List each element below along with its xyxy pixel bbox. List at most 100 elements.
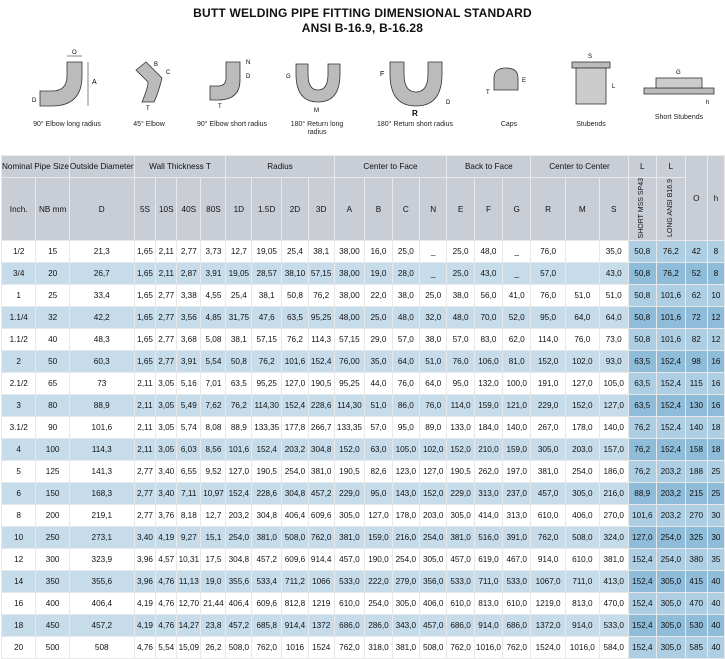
table-cell: 4,19 xyxy=(155,526,178,550)
table-cell: 237,0 xyxy=(502,482,532,506)
table-cell: 152,0 xyxy=(530,350,566,374)
table-cell: 619,0 xyxy=(473,548,504,572)
table-cell: 304,8 xyxy=(225,548,253,572)
table-cell: 300 xyxy=(35,548,70,572)
table-cell: 254,0 xyxy=(655,548,686,572)
table-cell: 25,4 xyxy=(225,284,253,308)
table-cell: 457,2 xyxy=(225,614,253,638)
table-cell: 304,8 xyxy=(307,438,335,462)
table-cell: 152,0 xyxy=(333,438,366,462)
table-cell: 127,0 xyxy=(564,372,600,396)
table-cell: 38,1 xyxy=(251,284,283,308)
table-cell: 51,0 xyxy=(598,284,629,308)
table-cell: 12,7 xyxy=(225,240,253,264)
table-cell: _ xyxy=(502,240,532,264)
table-cell: 4,76 xyxy=(133,636,157,659)
table-cell: 1,65 xyxy=(133,262,157,286)
table-cell: 415 xyxy=(684,570,708,594)
table-cell: 95,0 xyxy=(446,372,475,396)
table-cell: 457,2 xyxy=(307,482,335,506)
table-cell: 26,2 xyxy=(200,636,227,659)
table-cell: 203,2 xyxy=(225,504,253,528)
table-cell: 51,0 xyxy=(419,350,448,374)
table-cell: 12 xyxy=(706,328,725,352)
table-cell: 762,0 xyxy=(307,526,335,550)
table-cell: 313,0 xyxy=(473,482,504,506)
table-cell: 101,6 xyxy=(225,438,253,462)
table-cell: 152,4 xyxy=(627,614,657,638)
svg-text:F: F xyxy=(380,71,384,78)
table-cell: 64,0 xyxy=(419,372,448,396)
table-cell: 43,0 xyxy=(598,262,629,286)
table-cell: 25,4 xyxy=(281,240,309,264)
table-cell: 406,4 xyxy=(281,504,309,528)
table-cell: 10 xyxy=(0,526,37,550)
subheader-cell: F xyxy=(473,176,504,242)
table-cell: 914,4 xyxy=(281,614,309,638)
subheader-cell: Inch. xyxy=(0,176,37,242)
svg-text:R: R xyxy=(412,109,418,118)
table-cell: 2,77 xyxy=(155,328,178,352)
subheader-cell: 10S xyxy=(155,176,178,242)
table-cell: 2,77 xyxy=(133,482,157,506)
table-cell: 203,0 xyxy=(564,438,600,462)
table-cell: 76,2 xyxy=(281,328,309,352)
table-cell: 222,0 xyxy=(364,570,393,594)
table-cell: 9,52 xyxy=(200,460,227,484)
table-cell: 355,6 xyxy=(68,570,135,594)
header-short: SHORT MSS SP43 xyxy=(638,178,646,239)
table-cell: 711,2 xyxy=(281,570,309,594)
header-center-face: Center to Face xyxy=(333,155,448,178)
table-cell: 63,5 xyxy=(627,350,657,374)
table-cell: 4,76 xyxy=(155,570,178,594)
table-cell: 457,0 xyxy=(333,548,366,572)
table-cell: 32 xyxy=(35,306,70,330)
table-cell: 18 xyxy=(706,438,725,462)
table-cell: 93,0 xyxy=(598,350,629,374)
table-cell: 76,0 xyxy=(446,350,475,374)
table-cell: 190,5 xyxy=(251,460,283,484)
table-cell: 133,0 xyxy=(446,416,475,440)
table-cell: 1524,0 xyxy=(530,636,566,659)
table-cell: 57,15 xyxy=(307,262,335,286)
table-cell: 76,0 xyxy=(530,240,566,264)
table-cell: 3,76 xyxy=(155,504,178,528)
table-cell: 178,0 xyxy=(391,504,421,528)
table-cell: 88,9 xyxy=(68,394,135,418)
table-cell: 356,0 xyxy=(419,570,448,594)
table-cell: 16 xyxy=(0,592,37,616)
table-cell: 305,0 xyxy=(333,504,366,528)
table-cell: 2,77 xyxy=(155,306,178,330)
table-cell: 23,8 xyxy=(200,614,227,638)
table-cell: 44,0 xyxy=(364,372,393,396)
table-cell: 381,0 xyxy=(598,548,629,572)
table-cell: 914,0 xyxy=(564,614,600,638)
table-cell: 4 xyxy=(0,438,37,462)
table-cell: 406,4 xyxy=(225,592,253,616)
table-cell: 141,3 xyxy=(68,460,135,484)
svg-text:A: A xyxy=(92,79,97,86)
table-cell: 57,0 xyxy=(364,416,393,440)
svg-text:E: E xyxy=(522,78,526,84)
figure-caption: Short Stubends xyxy=(654,114,704,121)
svg-text:D: D xyxy=(446,100,451,106)
table-cell: 95,0 xyxy=(530,306,566,330)
table-cell: 305,0 xyxy=(530,438,566,462)
subheader-cell: 2D xyxy=(281,176,309,242)
table-cell: 25,0 xyxy=(419,284,448,308)
table-cell: 3,73 xyxy=(200,240,227,264)
table-cell: 140,0 xyxy=(598,416,629,440)
table-cell: 190,0 xyxy=(364,548,393,572)
table-cell: 52 xyxy=(684,262,708,286)
table-cell: 10,97 xyxy=(200,482,227,506)
table-cell: 914,0 xyxy=(473,614,504,638)
table-cell: 2,11 xyxy=(133,416,157,440)
table-cell: 76,2 xyxy=(655,262,686,286)
table-cell: 6,03 xyxy=(176,438,202,462)
table-cell: 467,0 xyxy=(502,548,532,572)
table-cell: 3,38 xyxy=(176,284,202,308)
table-cell: 28,57 xyxy=(251,262,283,286)
